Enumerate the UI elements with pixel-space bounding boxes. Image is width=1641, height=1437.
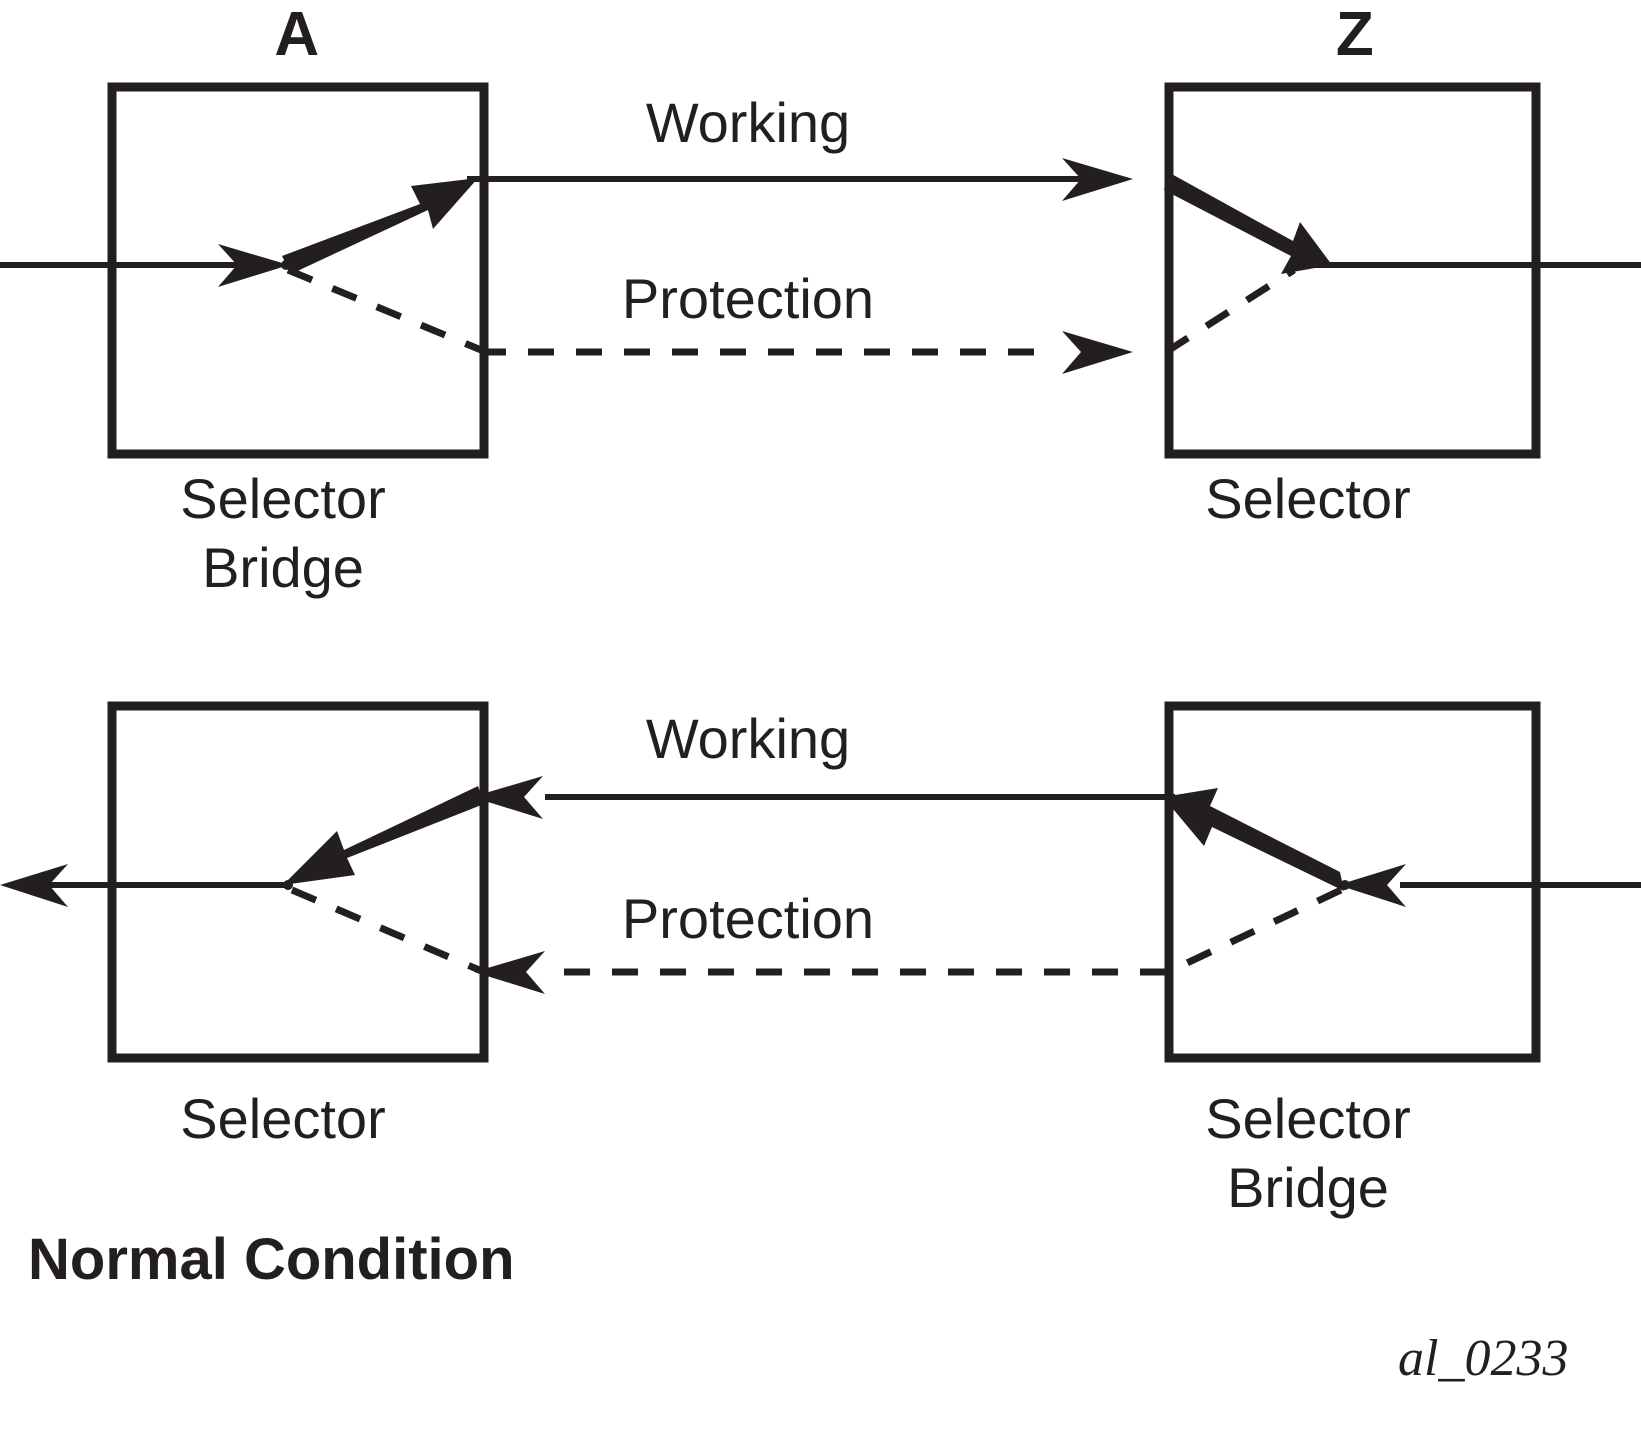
bottom-left-protection-branch-dashed bbox=[290, 886, 486, 976]
top-protection-label: Protection bbox=[621, 267, 875, 330]
top-right-protection-branch-dashed bbox=[1164, 267, 1296, 355]
top-tributary-in-arrowhead bbox=[218, 244, 289, 287]
condition-label: Normal Condition bbox=[28, 1227, 515, 1292]
top-right-active-selector-arrow bbox=[1164, 172, 1332, 274]
bottom-right-box-label-line1: Selector bbox=[1205, 1087, 1411, 1150]
bottom-working-label: Working bbox=[645, 707, 851, 770]
node-z-letter: Z bbox=[1335, 0, 1375, 69]
bottom-left-box-label-line1: Selector bbox=[180, 1087, 386, 1150]
node-a-letter: A bbox=[274, 0, 320, 69]
top-working-label: Working bbox=[645, 91, 851, 154]
bottom-right-protection-branch-dashed bbox=[1166, 886, 1343, 976]
top-protection-arrowhead bbox=[1062, 331, 1133, 374]
top-left-box-label-line2: Bridge bbox=[202, 536, 364, 599]
bottom-protection-arrowhead bbox=[474, 951, 545, 994]
top-right-box-label-line1: Selector bbox=[1205, 467, 1411, 530]
bottom-tributary-out-arrowhead bbox=[0, 864, 68, 907]
top-left-active-bridge-arrow bbox=[282, 178, 478, 274]
top-left-box-selector-bridge bbox=[107, 82, 489, 459]
bottom-protection-label: Protection bbox=[621, 887, 875, 950]
top-working-arrowhead bbox=[1062, 158, 1133, 201]
bottom-working-arrowhead bbox=[472, 776, 543, 819]
bottom-left-active-selector-arrow bbox=[283, 786, 484, 885]
top-right-box-selector bbox=[1164, 82, 1541, 459]
top-left-box-label-line1: Selector bbox=[180, 467, 386, 530]
top-left-protection-branch-dashed bbox=[286, 266, 488, 356]
bottom-right-active-bridge-arrow bbox=[1163, 788, 1344, 891]
bottom-right-box-label-line2: Bridge bbox=[1227, 1156, 1389, 1219]
figure-id-label: al_0233 bbox=[1398, 1330, 1569, 1387]
bottom-tributary-in-arrowhead bbox=[1338, 864, 1406, 907]
